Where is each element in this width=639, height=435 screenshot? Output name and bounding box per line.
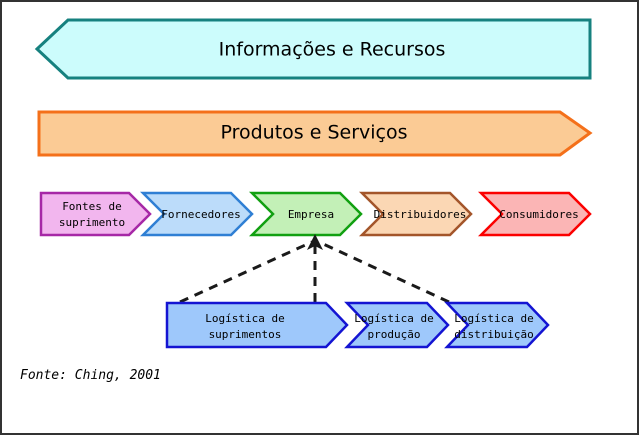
chevron-fontes-label-line2: suprimento xyxy=(59,216,125,229)
chevron-logistica-producao-label-line2: produção xyxy=(368,328,421,341)
chevron-distribuidores-label: Distribuidores xyxy=(374,208,467,221)
chevron-fontes-de-suprimento[interactable]: Fontes de suprimento xyxy=(39,191,152,237)
banner-produtos-shape xyxy=(37,110,593,157)
connector-arrowhead-icon xyxy=(307,234,323,250)
banner-produtos-servicos[interactable]: Produtos e Serviços xyxy=(37,110,593,157)
chevron-logistica-de-producao[interactable]: Logística de produção xyxy=(344,301,450,349)
chevron-fornecedores-label: Fornecedores xyxy=(161,208,240,221)
chevron-fontes-label-line1: Fontes de xyxy=(62,200,122,213)
chevron-logistica-de-suprimentos[interactable]: Logística de suprimentos xyxy=(165,301,349,349)
dashed-connectors xyxy=(179,234,450,304)
chevron-distribuidores-shape xyxy=(358,191,473,237)
chevron-logistica-distribuicao-label-line2: distribuição xyxy=(454,328,533,341)
chevron-logistica-suprimentos-label-line2: suprimentos xyxy=(209,328,282,341)
banner-informacoes-recursos[interactable]: Informações e Recursos xyxy=(34,18,592,80)
banner-produtos-label: Produtos e Serviços xyxy=(220,122,407,144)
chevron-logistica-distribuicao-label-line1: Logística de xyxy=(454,312,533,325)
chevron-logistica-distribuicao-shape-main xyxy=(444,301,550,349)
chevron-fornecedores-shape xyxy=(139,191,254,237)
chevron-logistica-suprimentos-shape xyxy=(165,301,349,349)
chevron-empresa-shape xyxy=(248,191,363,237)
connector-left-dashed-line xyxy=(179,240,313,304)
chevron-logistica-producao-label-line1: Logística de xyxy=(354,312,433,325)
banner-informacoes-shape xyxy=(34,18,592,80)
connector-right-dashed-line xyxy=(318,240,450,304)
chevron-logistica-producao-shape xyxy=(344,301,450,349)
chevron-consumidores-shape xyxy=(477,191,592,237)
chevron-logistica-suprimentos-label-line1: Logística de xyxy=(205,312,284,325)
banner-informacoes-label: Informações e Recursos xyxy=(219,39,446,61)
chevron-consumidores-label: Consumidores xyxy=(499,208,578,221)
chevron-logistica-de-distribuicao[interactable]: Logística de distribuição xyxy=(444,301,550,349)
chevron-consumidores[interactable]: Consumidores xyxy=(477,191,592,237)
chevron-empresa[interactable]: Empresa xyxy=(248,191,363,237)
chevron-distribuidores[interactable]: Distribuidores xyxy=(358,191,473,237)
chevron-fornecedores[interactable]: Fornecedores xyxy=(139,191,254,237)
chevron-fontes-shape xyxy=(39,191,152,237)
source-note: Fonte: Ching, 2001 xyxy=(20,368,161,383)
chevron-empresa-label: Empresa xyxy=(288,208,334,221)
